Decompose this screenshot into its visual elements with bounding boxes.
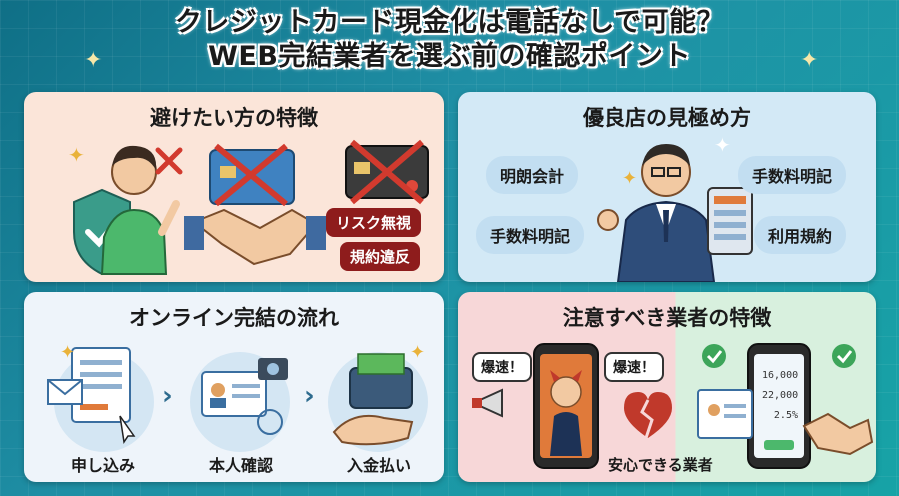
sparkle-icon: ✦ bbox=[714, 133, 731, 157]
person-icon bbox=[100, 145, 180, 275]
arrow-right-icon: › bbox=[304, 381, 315, 411]
panel-good-illustration: ✦ ✦ bbox=[597, 133, 753, 282]
title-line-2: WEB完結業者を選ぶ前の確認ポイント bbox=[208, 41, 691, 72]
page-title: クレジットカード現金化は電話なしで可能？ WEB完結業者を選ぶ前の確認ポイント bbox=[0, 6, 899, 74]
handshake-icon bbox=[802, 412, 874, 456]
panel-avoid-illustration: ✦ bbox=[68, 139, 429, 276]
devil-phone-icon bbox=[533, 343, 599, 469]
application-form-icon bbox=[47, 347, 136, 445]
panel-avoid: 避けたい方の特徴 bbox=[24, 92, 444, 282]
wallet-icon bbox=[332, 353, 414, 446]
megaphone-icon bbox=[472, 388, 503, 418]
id-card-icon bbox=[201, 358, 288, 435]
panel-online-flow: オンライン完結の流れ › › bbox=[24, 292, 444, 482]
cross-icon bbox=[155, 147, 183, 175]
safe-vendor-label: 安心できる業者 bbox=[608, 456, 713, 474]
phone-value: 22,000 bbox=[762, 390, 799, 401]
step-apply-label: 申し込み bbox=[70, 456, 135, 475]
tablet-icon bbox=[707, 187, 753, 255]
step-payout-label: 入金払い bbox=[346, 456, 411, 475]
phone-value: 16,000 bbox=[762, 370, 799, 381]
broken-heart-icon bbox=[624, 392, 672, 439]
sparkle-icon: ✦ bbox=[800, 48, 819, 73]
handshake-icon bbox=[184, 208, 326, 266]
businessman-icon bbox=[597, 144, 716, 282]
sparkle-icon: ✦ bbox=[60, 342, 75, 363]
speech-bubble-fast: 爆速！ bbox=[472, 352, 532, 382]
pill-terms-of-use: 利用規約 bbox=[754, 216, 847, 254]
check-icon bbox=[702, 344, 726, 368]
pill-fee-stated: 手数料明記 bbox=[738, 156, 847, 194]
panel-good-title: 優良店の見極め方 bbox=[583, 106, 751, 130]
phone-icon bbox=[747, 343, 811, 469]
credit-card-icon bbox=[209, 143, 295, 207]
panel-warning: 注意すべき業者の特徴 bbox=[458, 292, 876, 482]
sparkle-icon: ✦ bbox=[622, 168, 637, 189]
step-identity-label: 本人確認 bbox=[208, 456, 273, 475]
panel-avoid-title: 避けたい方の特徴 bbox=[150, 106, 318, 130]
credit-card-icon bbox=[345, 139, 429, 205]
sparkle-icon: ✦ bbox=[68, 143, 85, 167]
title-line-1: クレジットカード現金化は電話なしで可能？ bbox=[174, 7, 725, 38]
pill-fee-stated-2: 手数料明記 bbox=[476, 216, 585, 254]
sparkle-icon: ✦ bbox=[410, 342, 425, 363]
panel-warn-title: 注意すべき業者の特徴 bbox=[562, 306, 772, 330]
check-icon bbox=[832, 344, 856, 368]
arrow-right-icon: › bbox=[162, 381, 173, 411]
panel-good-shop: 優良店の見極め方 ✦ ✦ 明朗会計 手数料明記 手数料明記 利用規約 bbox=[458, 92, 876, 282]
panel-flow-title: オンライン完結の流れ bbox=[129, 306, 339, 330]
sparkle-icon: ✦ bbox=[84, 48, 103, 73]
tag-rule-violation: 規約違反 bbox=[340, 242, 421, 271]
panel-flow-illustration: › › ✦ ✦ bbox=[47, 342, 425, 446]
phone-value: 2.5% bbox=[773, 410, 798, 421]
speech-bubble-fast-2: 爆速！ bbox=[604, 352, 664, 382]
pill-clear-accounting: 明朗会計 bbox=[486, 156, 579, 194]
phone-values: 16,000 22,000 2.5% bbox=[762, 366, 798, 426]
browser-window-icon bbox=[697, 389, 753, 439]
panel-warn-illustration bbox=[472, 343, 874, 469]
tag-risk-ignore: リスク無視 bbox=[326, 208, 422, 237]
